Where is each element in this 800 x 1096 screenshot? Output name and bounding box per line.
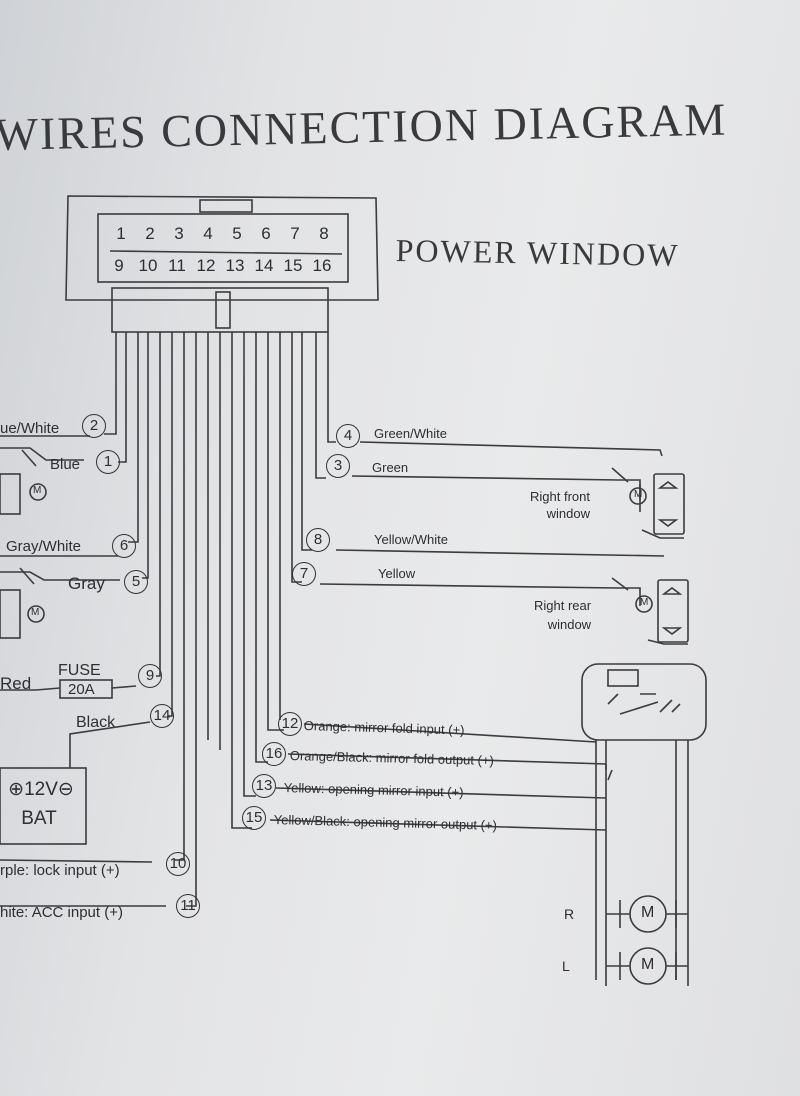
wire-number: 13	[252, 774, 276, 798]
wire-bundle	[104, 332, 336, 907]
wire-yellow-mirror	[275, 787, 607, 799]
diagram-subtitle: POWER WINDOW	[395, 232, 680, 273]
motor-label: M	[31, 607, 40, 618]
wire-number: 11	[176, 894, 200, 918]
right-rear-window-label: Right rear window	[534, 598, 592, 632]
wire-number: 6	[112, 534, 136, 558]
wire-number: 12	[278, 712, 302, 736]
pin-number: 1	[116, 224, 126, 243]
wire-label: Yellow/White	[374, 532, 448, 547]
pin-number: 3	[174, 224, 184, 243]
pin-number: 13	[225, 256, 245, 275]
wire-label: Green/White	[374, 426, 447, 441]
wire-number: 5	[124, 570, 148, 594]
pin-number: 11	[168, 256, 186, 275]
pin-number: 14	[254, 256, 274, 275]
battery-sub: BAT	[21, 808, 57, 829]
wire-label: Gray/White	[6, 538, 82, 555]
pin-number: 4	[203, 224, 213, 243]
motor-label: M	[634, 489, 643, 500]
connector-pin-block	[97, 213, 349, 283]
battery	[0, 767, 87, 845]
wire-number: 3	[326, 454, 350, 478]
wire-label: rple: lock input (+)	[0, 862, 120, 879]
right-front-window-label: Right front window	[530, 489, 590, 521]
motor-label: M	[640, 597, 649, 608]
pin-number: 16	[312, 256, 332, 275]
pin-number: 5	[232, 224, 242, 243]
wire-yellow-white	[335, 549, 665, 557]
pin-number: 9	[114, 256, 124, 275]
wire-orange	[303, 723, 597, 743]
wire-number: 1	[96, 450, 120, 474]
connector-tab	[199, 199, 253, 213]
wire-number: 15	[242, 806, 266, 830]
wire-number: 2	[82, 414, 106, 438]
connector-housing	[65, 195, 379, 301]
wire-number: 4	[336, 424, 360, 448]
motor-label: M	[33, 485, 42, 496]
wire-green-white	[359, 441, 663, 457]
fuse	[59, 679, 113, 699]
connector-bottom-row: 9 10 11 12 13 14 15 16	[106, 256, 346, 280]
pin-number: 7	[290, 224, 300, 243]
connector-top-row: 1 2 3 4 5 6 7 8	[108, 224, 348, 248]
motor-label: M	[641, 904, 655, 921]
right-front-switch	[653, 473, 685, 535]
wire-yellow	[319, 583, 619, 589]
wire-green	[351, 475, 619, 481]
mirror-switch	[581, 663, 707, 741]
fuse-rating: 20A	[68, 681, 95, 698]
wire-label: Yellow	[378, 566, 416, 581]
mirror-side-right: R	[564, 906, 575, 922]
pin-number: 8	[319, 224, 329, 243]
wire-number: 14	[150, 704, 174, 728]
wire-number: 8	[306, 528, 330, 552]
wire-number: 16	[262, 742, 286, 766]
pin-number: 15	[283, 256, 303, 275]
connector-latch	[215, 291, 231, 329]
wire-label: Blue	[50, 456, 81, 473]
mirror-side-left: L	[562, 958, 570, 974]
fuse-wire	[35, 687, 61, 691]
wire-yellow-black	[269, 819, 607, 831]
connector-neck	[111, 287, 329, 333]
right-rear-switch	[657, 579, 689, 643]
wire-number: 10	[166, 852, 190, 876]
wire-label: Black	[76, 714, 116, 731]
pin-number: 12	[196, 256, 216, 275]
wire-label: Red	[0, 674, 32, 693]
wire-label: ue/White	[0, 420, 60, 437]
battery-label: ⊕12V⊖	[8, 779, 74, 800]
wire-orange-black	[287, 753, 607, 765]
pin-number: 10	[138, 256, 158, 275]
pin-number: 6	[261, 224, 271, 243]
wire-label: Gray	[68, 574, 105, 593]
wire-label: hite: ACC input (+)	[0, 904, 123, 921]
motor-label: M	[641, 956, 655, 973]
wire-number: 7	[292, 562, 316, 586]
fuse-label: FUSE	[58, 662, 101, 679]
pin-number: 2	[145, 224, 155, 243]
wire-label: Green	[372, 460, 409, 475]
wire-number: 9	[138, 664, 162, 688]
